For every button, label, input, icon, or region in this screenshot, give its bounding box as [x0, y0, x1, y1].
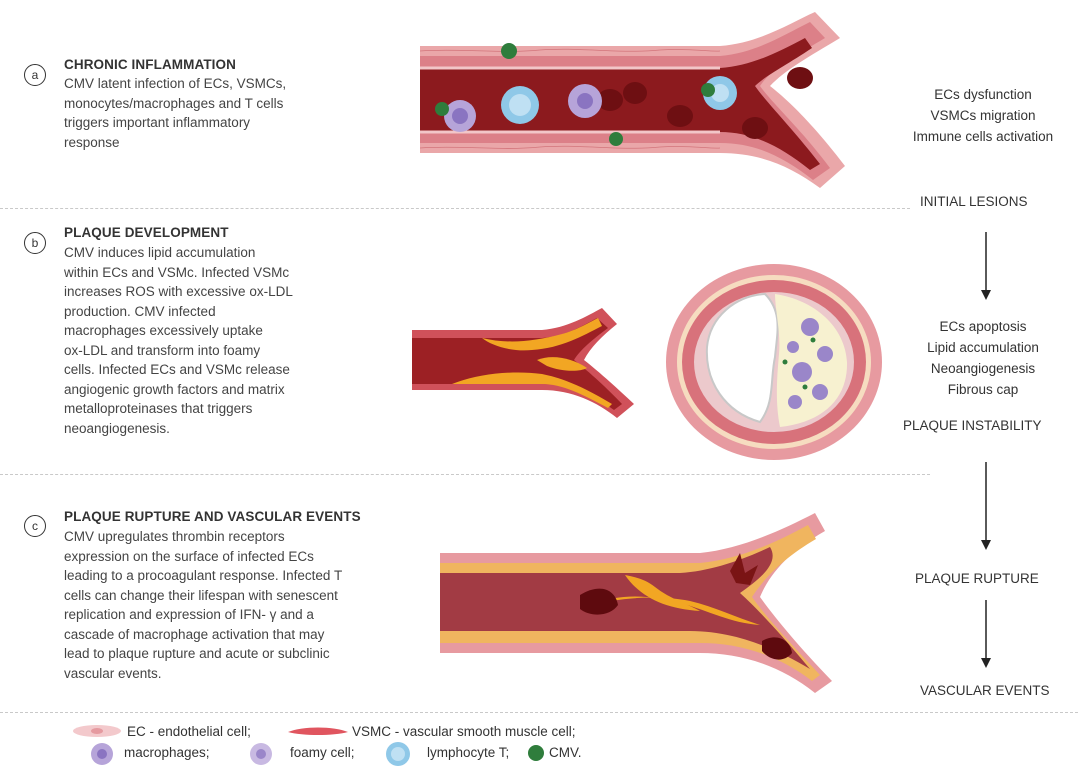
vsmc-icon — [288, 724, 348, 738]
stage-vascular-events: VASCULAR EVENTS — [920, 683, 1050, 698]
legend-macrophages: macrophages; — [124, 745, 210, 760]
ec-icon — [72, 724, 122, 738]
macrophage-icon — [90, 742, 114, 766]
stage-plaque-instability: PLAQUE INSTABILITY — [903, 418, 1042, 433]
panel-c-description: CMV upregulates thrombin receptors expre… — [64, 527, 342, 683]
panel-a-badge: a — [24, 64, 46, 86]
panel-b-title: PLAQUE DEVELOPMENT — [64, 225, 229, 240]
legend-vsmc: VSMC - vascular smooth muscle cell; — [352, 724, 576, 739]
plaque-vessel-illustration — [412, 308, 637, 418]
panel-c-title: PLAQUE RUPTURE AND VASCULAR EVENTS — [64, 509, 361, 524]
flow-arrow-2 — [978, 462, 994, 552]
flow-arrow-3 — [978, 600, 994, 670]
panel-b-description: CMV induces lipid accumulation within EC… — [64, 243, 293, 438]
panel-a-title: CHRONIC INFLAMMATION — [64, 57, 236, 72]
legend-foamy-cell: foamy cell; — [290, 745, 355, 760]
inflamed-vessel-illustration — [420, 8, 860, 193]
effects-a: ECs dysfunction VSMCs migration Immune c… — [893, 84, 1073, 147]
panel-a-description: CMV latent infection of ECs, VSMCs, mono… — [64, 74, 286, 152]
legend-ec: EC - endothelial cell; — [127, 724, 251, 739]
legend-cmv: CMV. — [549, 745, 582, 760]
ruptured-vessel-illustration — [440, 513, 860, 693]
stage-initial-lesions: INITIAL LESIONS — [920, 194, 1028, 209]
divider-2 — [0, 474, 930, 475]
foamy-cell-icon — [248, 742, 274, 766]
panel-c-badge: c — [24, 515, 46, 537]
plaque-cross-section-illustration — [665, 262, 885, 462]
legend-lymphocyte: lymphocyte T; — [427, 745, 509, 760]
lymphocyte-icon — [385, 741, 411, 767]
stage-plaque-rupture: PLAQUE RUPTURE — [915, 571, 1039, 586]
panel-b-badge: b — [24, 232, 46, 254]
divider-3 — [0, 712, 1078, 713]
divider-1 — [0, 208, 910, 209]
cmv-icon — [527, 744, 545, 762]
effects-b: ECs apoptosis Lipid accumulation Neoangi… — [893, 316, 1073, 400]
flow-arrow-1 — [978, 232, 994, 302]
